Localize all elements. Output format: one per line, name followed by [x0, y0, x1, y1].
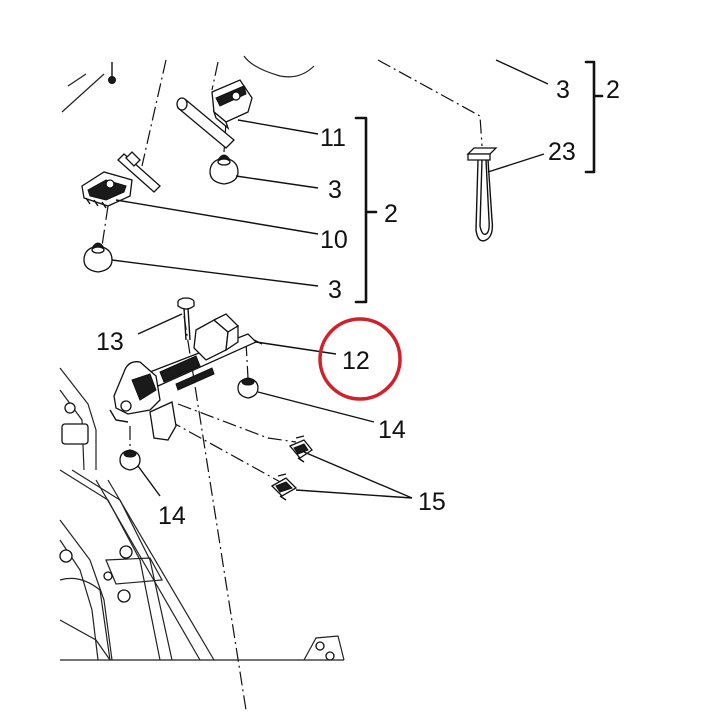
- label-part-2-mid: 2: [384, 200, 398, 228]
- brace-upper: [584, 60, 604, 174]
- label-part-12: 12: [342, 347, 370, 375]
- upper-frame-edge: [61, 55, 315, 113]
- part-23-wire-handle: [466, 147, 498, 242]
- label-part-23: 23: [548, 138, 576, 166]
- label-part-3-top: 3: [556, 76, 570, 104]
- label-part-11: 11: [320, 124, 346, 152]
- part-14-foot-right: [237, 377, 259, 399]
- label-part-3-b: 3: [328, 276, 342, 304]
- label-part-10: 10: [320, 226, 348, 254]
- part-13-bolt: [177, 297, 195, 341]
- label-part-15: 15: [418, 488, 446, 516]
- part-3-grommet-lower: [83, 242, 113, 273]
- highlight-circle: [318, 317, 402, 401]
- label-part-14-left: 14: [158, 502, 186, 530]
- lower-frame: [59, 367, 345, 661]
- part-14-foot-left: [119, 449, 141, 471]
- label-part-14-right: 14: [378, 416, 406, 444]
- part-10-clip: [81, 151, 161, 209]
- part-15-clip-lower: [270, 473, 298, 501]
- label-part-13: 13: [96, 328, 124, 356]
- label-part-3-a: 3: [328, 176, 342, 204]
- part-11-clip: [176, 79, 253, 149]
- leader-lines: [111, 59, 549, 499]
- label-part-2-top: 2: [606, 76, 620, 104]
- screw-top-left: [108, 62, 116, 84]
- part-15-clip-upper: [288, 435, 313, 463]
- part-3-grommet-upper: [209, 154, 239, 185]
- brace-middle: [354, 116, 378, 304]
- part-12-lock-bracket: [109, 313, 263, 441]
